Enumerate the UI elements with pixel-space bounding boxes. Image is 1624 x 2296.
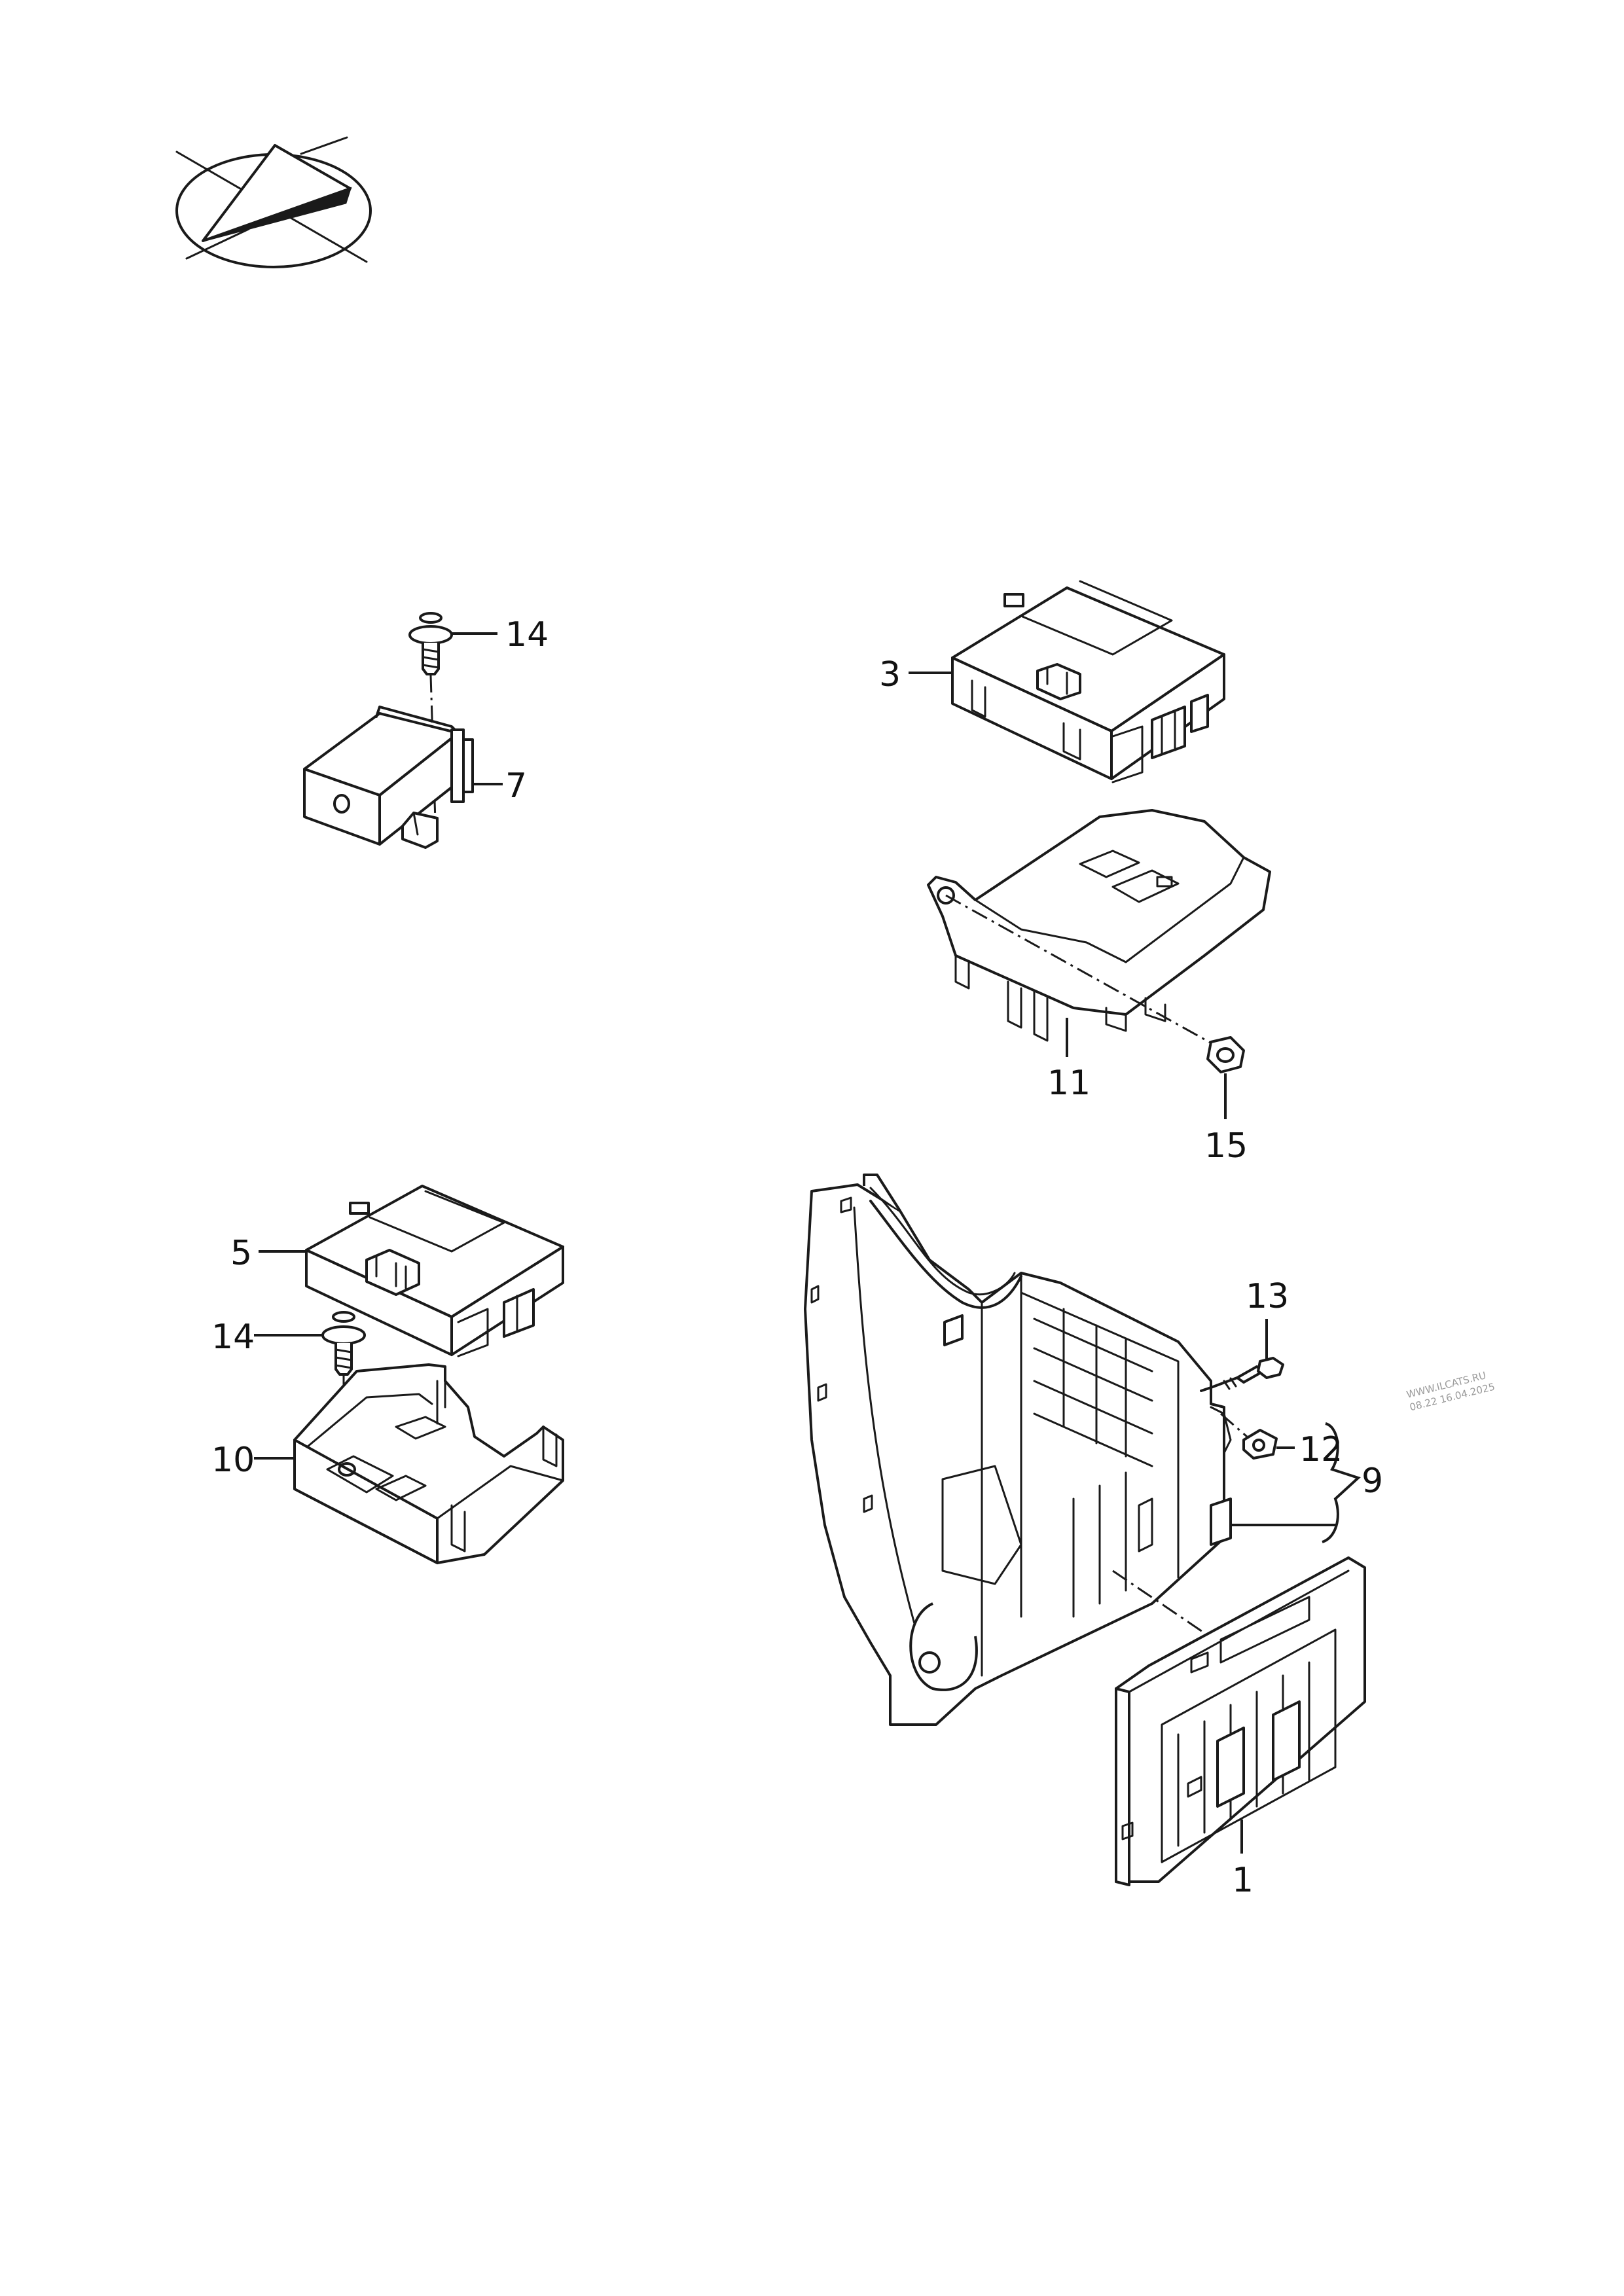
callout-7: 7 [505, 766, 527, 806]
callout-15: 15 [1204, 1126, 1248, 1166]
part-12-clip-nut [1242, 1429, 1278, 1460]
callout-14-lower: 14 [211, 1318, 255, 1357]
vehicle-orientation-icon [175, 136, 372, 268]
axis-11 [945, 894, 1217, 1047]
callout-10: 10 [211, 1441, 255, 1480]
callout-9: 9 [1362, 1462, 1383, 1501]
callout-14-upper: 14 [505, 615, 549, 655]
part-1-control-unit [1115, 1556, 1366, 1886]
part-14-clip-lower [321, 1311, 366, 1376]
part-9-carrier [804, 1174, 1232, 1726]
watermark: WWW.ILCATS.RU 08.22 16.04.2025 [1405, 1369, 1496, 1413]
part-14-clip-upper [408, 612, 453, 675]
axis-9 [1112, 1570, 1205, 1634]
part-7-module [303, 706, 474, 849]
callout-3: 3 [879, 655, 901, 694]
leader-9-bracket [1322, 1422, 1361, 1543]
part-5-control-unit [305, 1185, 564, 1357]
callout-11: 11 [1047, 1064, 1091, 1103]
part-3-control-unit [951, 580, 1225, 783]
part-13-screw [1200, 1357, 1284, 1392]
part-11-bracket [927, 809, 1271, 1042]
callout-12: 12 [1299, 1430, 1343, 1469]
callout-5: 5 [230, 1234, 252, 1273]
part-10-holder [293, 1363, 564, 1564]
callout-1: 1 [1232, 1861, 1254, 1900]
part-15-nut [1206, 1036, 1245, 1073]
callout-13: 13 [1246, 1277, 1289, 1316]
axis-12 [1220, 1412, 1248, 1438]
